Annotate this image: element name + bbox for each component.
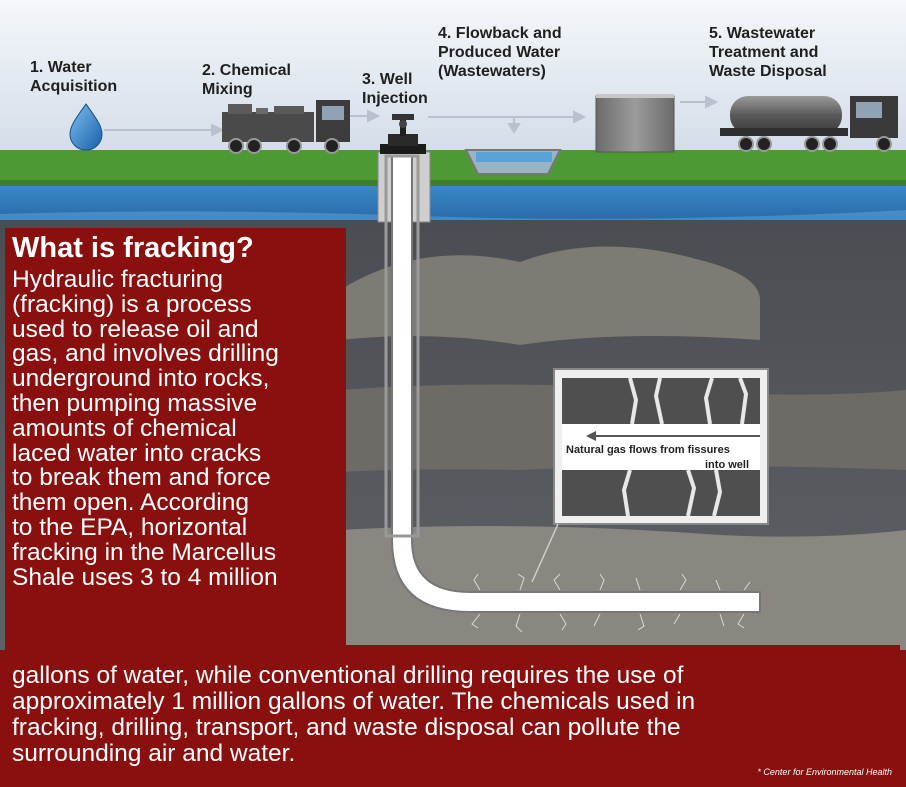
fissure-inset xyxy=(553,368,769,525)
article-title: What is fracking? xyxy=(12,232,254,264)
article-line: Hydraulic fracturing xyxy=(12,266,224,293)
article-line: to the EPA, horizontal xyxy=(12,514,248,541)
step-5-label: 5. Wastewater Treatment and Waste Dispos… xyxy=(709,25,827,80)
rock-layer-light xyxy=(340,246,760,345)
step-2-label: 2. Chemical Mixing xyxy=(202,62,291,98)
pit-water xyxy=(476,152,552,162)
step-3-label: 3. Well Injection xyxy=(362,71,428,107)
source-credit: * Center for Environmental Health xyxy=(757,767,892,777)
storage-tank-icon xyxy=(595,95,675,153)
aquifer-wave xyxy=(0,210,906,222)
article-line: gallons of water, while conventional dri… xyxy=(12,662,684,689)
article-line: fracking, drilling, transport, and waste… xyxy=(12,714,681,741)
article-line: gas, and involves drilling xyxy=(12,340,279,368)
fracture-network xyxy=(471,573,751,633)
wellbore-pipe xyxy=(391,155,761,613)
inset-leader xyxy=(531,523,559,583)
step-1-label: 1. Water Acquisition xyxy=(30,59,118,95)
water-drop-icon xyxy=(69,103,103,151)
soil-line xyxy=(0,180,906,186)
callout-line-1: Natural gas flows from fissures xyxy=(566,444,730,456)
article-line: surrounding air and water. xyxy=(12,740,296,767)
article-panel-bottom xyxy=(5,645,900,782)
article-line: then pumping massive xyxy=(12,390,258,417)
storage-tank-top xyxy=(596,94,674,98)
chemical-mixing-truck-icon xyxy=(222,100,350,154)
step-4-label: 4. Flowback and Produced Water (Wastewat… xyxy=(438,25,562,80)
article-line: amounts of chemical xyxy=(12,414,237,442)
article-panel xyxy=(5,228,346,648)
article-line: underground into rocks, xyxy=(12,365,270,393)
flow-arrows xyxy=(104,95,719,137)
tanker-truck-icon xyxy=(720,96,898,152)
article-line: Shale uses 3 to 4 million xyxy=(12,563,278,591)
article-line: them open. According xyxy=(12,489,249,517)
article-line: approximately 1 million gallons of water… xyxy=(12,688,696,715)
article-line: to break them and force xyxy=(12,464,271,492)
shale-layer xyxy=(340,526,906,650)
wellhead-icon xyxy=(380,114,426,154)
article-line: (fracking) is a process xyxy=(12,290,252,318)
article-line: fracking in the Marcellus xyxy=(12,538,277,566)
article-line: used to release oil and xyxy=(12,315,259,343)
wellbore-outer xyxy=(384,154,420,538)
callout-line-2: into well xyxy=(705,459,749,471)
article-line: laced water into cracks xyxy=(12,439,262,467)
